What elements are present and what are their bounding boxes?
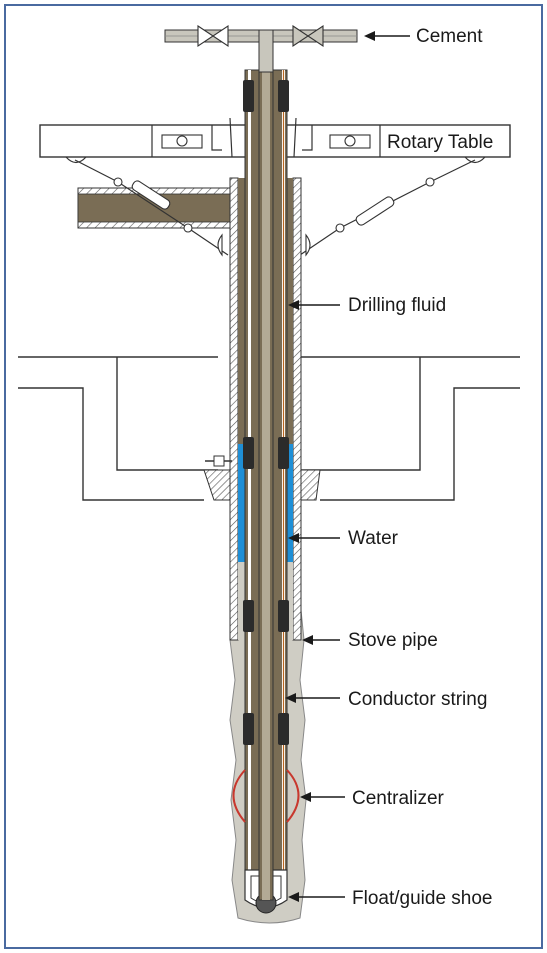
label-drilling-fluid: Drilling fluid	[348, 295, 446, 316]
cellar-outline	[18, 356, 520, 501]
sling-links-right	[335, 177, 435, 233]
label-water: Water	[348, 528, 399, 549]
side-outlet	[205, 455, 232, 467]
label-conductor-string: Conductor string	[348, 689, 487, 710]
callout-arrows	[285, 31, 410, 902]
label-cement: Cement	[416, 26, 483, 47]
coupling	[278, 713, 289, 745]
sling-links-left	[113, 177, 193, 233]
couplings	[243, 80, 289, 745]
coupling	[243, 600, 254, 632]
centralizer	[232, 769, 300, 823]
cellar-flange	[203, 469, 321, 501]
coupling	[243, 80, 254, 112]
coupling	[243, 437, 254, 469]
coupling	[278, 80, 289, 112]
elevator-ears	[217, 233, 311, 257]
label-float-guide-shoe: Float/guide shoe	[352, 888, 493, 909]
coupling	[243, 713, 254, 745]
label-rotary-table: Rotary Table	[387, 132, 493, 153]
coupling	[278, 600, 289, 632]
cement-line	[164, 24, 358, 73]
label-centralizer: Centralizer	[352, 788, 445, 809]
inner-cementing-string	[258, 39, 274, 901]
label-stove-pipe: Stove pipe	[348, 630, 438, 651]
coupling	[278, 437, 289, 469]
